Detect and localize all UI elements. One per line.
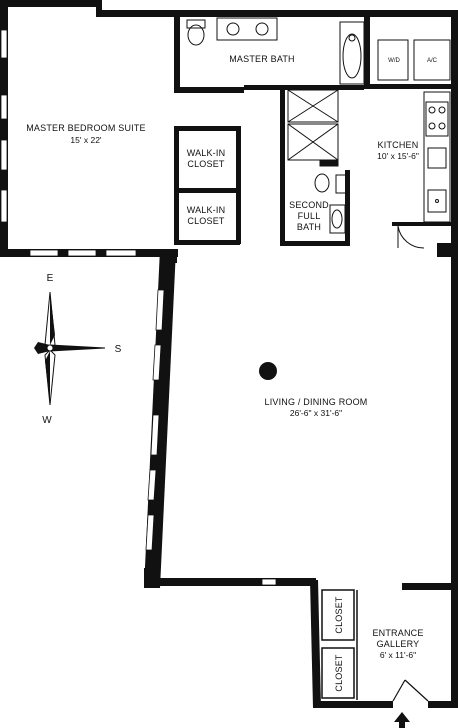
second-bath-line1: SECOND xyxy=(289,200,329,210)
compass-south-label: W xyxy=(42,415,52,426)
second-bath-line2: FULL xyxy=(298,211,321,221)
entrance-arrow xyxy=(394,712,410,728)
second-bath-fixtures xyxy=(314,173,347,234)
closet-lower-label: CLOSET xyxy=(334,654,344,692)
walk-in-closet-1-line2: CLOSET xyxy=(187,159,225,169)
living-bottom-window xyxy=(261,578,277,586)
bedroom-windows xyxy=(0,29,8,223)
entrance-gallery-line1: ENTRANCE xyxy=(372,628,423,638)
washer-dryer-label: W/D xyxy=(388,58,400,64)
walk-in-closet-1-line1: WALK-IN xyxy=(187,148,226,158)
entrance-gallery-line2: GALLERY xyxy=(377,639,420,649)
walk-in-closet-2-line2: CLOSET xyxy=(187,216,225,226)
master-bedroom-label: MASTER BEDROOM SUITE xyxy=(26,123,146,133)
kitchen-fixtures xyxy=(377,39,451,249)
walk-in-closet-2-line1: WALK-IN xyxy=(187,205,226,215)
kitchen-label: KITCHEN xyxy=(378,140,419,150)
exterior-walls xyxy=(0,0,458,708)
interior-walls xyxy=(174,17,456,246)
living-windows xyxy=(145,289,165,551)
column xyxy=(259,362,277,380)
living-dining-dims: 26'-6" x 31'-6" xyxy=(290,408,342,418)
closet-upper-label: CLOSET xyxy=(334,596,344,634)
compass-east-label: S xyxy=(115,344,122,355)
ac-label: A/C xyxy=(427,58,438,64)
entrance-gallery-dims: 6' x 11'-6" xyxy=(380,650,416,660)
living-dining-label: LIVING / DINING ROOM xyxy=(264,397,367,407)
second-bath-line3: BATH xyxy=(297,222,321,232)
master-bath-label: MASTER BATH xyxy=(229,54,295,64)
master-bedroom-dims: 15' x 22' xyxy=(70,135,102,145)
shower-stalls xyxy=(287,89,339,167)
compass-rose: E S W xyxy=(34,273,122,426)
compass-north-label: E xyxy=(47,273,54,284)
entrance-door xyxy=(392,679,429,702)
master-bath-fixtures xyxy=(186,17,365,85)
bedroom-bottom-windows xyxy=(29,249,137,257)
room-labels: MASTER BEDROOM SUITE 15' x 22' MASTER BA… xyxy=(26,54,437,692)
kitchen-dims: 10' x 15'-6" xyxy=(377,151,419,161)
gallery-closets xyxy=(321,589,358,700)
